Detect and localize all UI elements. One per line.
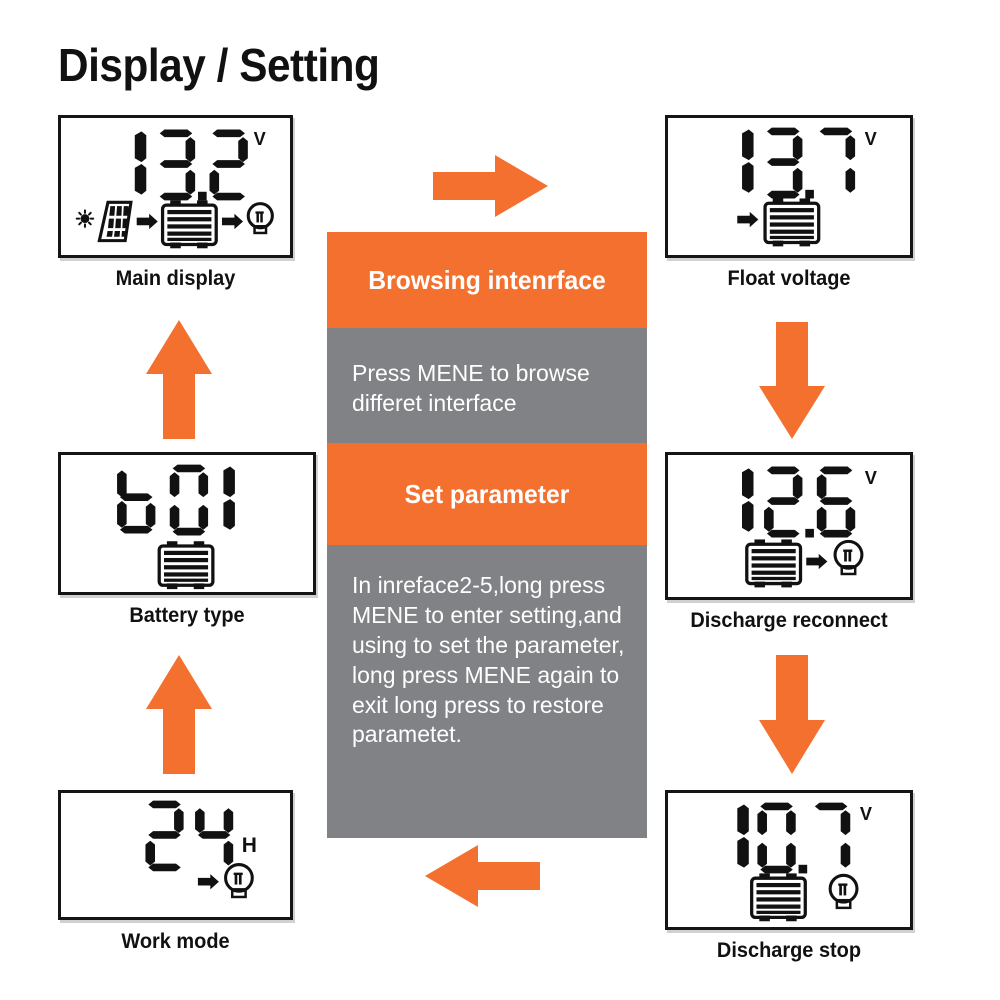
battery-icon <box>763 198 821 247</box>
digit-1 <box>134 131 147 195</box>
digit-1 <box>223 466 235 530</box>
unit-label-v: V <box>865 129 877 149</box>
arrow-right-icon <box>737 211 759 228</box>
caption-float-voltage: Float voltage <box>727 267 851 290</box>
digit-2 <box>764 466 803 538</box>
caption-battery-type: Battery type <box>129 604 245 627</box>
digit-3 <box>159 129 196 201</box>
lcd-graphics-discharge-stop: V <box>737 802 872 922</box>
caption-work-mode: Work mode <box>121 930 230 953</box>
bulb-icon <box>833 539 864 576</box>
decimal-point <box>805 189 814 199</box>
sun-icon <box>75 209 95 228</box>
bulb-icon <box>246 202 274 235</box>
browsing-interface-title: Browsing intenrface <box>368 265 606 295</box>
arrow-right-icon <box>221 213 244 230</box>
caption-discharge-stop: Discharge stop <box>716 939 862 962</box>
screen-card-discharge-reconnect: V <box>665 452 913 632</box>
caption-main-display: Main display <box>115 267 236 290</box>
section-browsing-interface-body: Press MENE to browse differet interface <box>327 328 647 443</box>
arrow-float-to-reconnect <box>759 322 825 439</box>
digit-1 <box>742 129 754 193</box>
screen-card-discharge-stop: V <box>665 790 913 962</box>
battery-icon <box>160 200 218 249</box>
lcd-graphics-main-display: V <box>75 129 274 249</box>
lcd-graphics-discharge-reconnect: V <box>741 466 878 588</box>
lcd-panel-discharge-reconnect: V <box>665 452 913 600</box>
screen-card-work-mode: H Work mode <box>58 790 293 953</box>
screen-card-float-voltage: V <box>665 115 913 290</box>
digit-0 <box>757 802 796 874</box>
solar-panel-icon <box>97 200 133 243</box>
lcd-graphics-float-voltage: V <box>737 127 877 247</box>
digit-7 <box>814 802 851 868</box>
digit-2 <box>145 800 184 872</box>
digit-4 <box>195 808 234 866</box>
battery-icon <box>745 539 803 588</box>
arrow-reconnect-to-stop <box>759 655 825 774</box>
arrow-right-icon <box>806 553 828 570</box>
lcd-panel-discharge-stop: V <box>665 790 913 930</box>
bulb-icon <box>828 873 859 910</box>
lcd-graphics-work-mode: H <box>145 800 257 899</box>
lcd-panel-float-voltage: V <box>665 115 913 258</box>
arrow-batterytype-to-main <box>146 320 212 439</box>
digit-7 <box>819 127 856 193</box>
screen-card-battery-type: Battery type <box>58 452 316 627</box>
set-parameter-title: Set parameter <box>404 479 570 509</box>
arrow-right-icon <box>136 213 158 230</box>
arrow-workmode-to-batterytype <box>146 655 212 774</box>
bulb-icon <box>224 863 254 899</box>
lcd-panel-battery-type <box>58 452 316 595</box>
page-title: Display / Setting <box>58 39 380 91</box>
center-instruction-panel: Browsing intenrface Press MENE to browse… <box>327 232 647 838</box>
battery-icon <box>157 541 215 590</box>
lcd-graphics-battery-type <box>117 464 235 590</box>
digit-0 <box>169 464 209 536</box>
decimal-point <box>798 864 808 874</box>
lcd-panel-main-display: V <box>58 115 293 258</box>
digit-3 <box>766 127 803 199</box>
unit-label-h: H <box>242 834 257 857</box>
battery-icon <box>750 873 807 922</box>
section-set-parameter-body: In inreface2-5,long press MENE to enter … <box>327 545 647 838</box>
caption-discharge-reconnect: Discharge reconnect <box>690 609 888 632</box>
unit-label-v: V <box>865 468 878 488</box>
set-parameter-text: In inreface2-5,long press MENE to enter … <box>352 572 625 748</box>
screen-card-main-display: V <box>58 115 293 290</box>
arrow-main-to-float <box>433 155 548 217</box>
browsing-interface-text: Press MENE to browse differet interface <box>352 360 590 416</box>
digit-2 <box>209 129 248 201</box>
lcd-panel-work-mode: H <box>58 790 293 920</box>
section-browsing-interface-header: Browsing intenrface <box>327 232 647 328</box>
arrow-right-icon <box>197 874 219 890</box>
unit-label-v: V <box>254 129 266 149</box>
unit-label-v: V <box>860 804 872 824</box>
decimal-point <box>805 528 814 538</box>
digit-1 <box>737 804 749 868</box>
section-set-parameter-header: Set parameter <box>327 443 647 545</box>
arrow-stop-to-workmode <box>425 845 540 907</box>
digit-1 <box>741 468 754 532</box>
digit-b <box>117 470 156 534</box>
decimal-point <box>198 191 207 201</box>
digit-6 <box>816 466 856 538</box>
